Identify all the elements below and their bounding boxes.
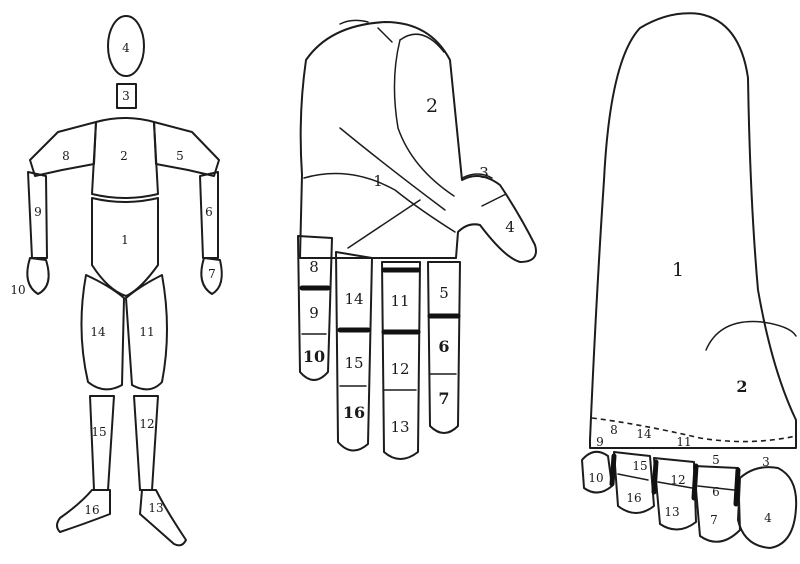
label-middle-proximal: 11 xyxy=(390,292,409,310)
label-middle-distal: 13 xyxy=(390,418,409,436)
label-little-middle: 9 xyxy=(309,304,319,322)
label-right-forearm: 9 xyxy=(34,205,42,219)
label-big-toe: 4 xyxy=(764,511,772,525)
label-ring-distal: 16 xyxy=(343,403,365,422)
left-shin-region xyxy=(134,396,158,490)
palm-crease-diagonal xyxy=(348,200,420,248)
foot-figure: 1 2 3 4 9 8 10 14 15 16 11 12 13 5 6 7 xyxy=(582,13,796,548)
label-left-upper-arm: 5 xyxy=(176,149,184,163)
label-little-proximal: 8 xyxy=(309,258,319,276)
label-middle-middle: 12 xyxy=(390,360,409,378)
label-index-proximal: 5 xyxy=(439,284,449,302)
label-big-toe-base: 3 xyxy=(762,455,770,469)
foot-outline xyxy=(590,13,796,448)
label-ring-proximal: 14 xyxy=(344,290,363,308)
label-ball: 2 xyxy=(736,377,747,396)
body-figure: 4 3 2 8 5 9 6 10 7 1 14 11 15 12 16 13 xyxy=(10,16,221,545)
label-chest: 2 xyxy=(120,149,128,163)
label-thumb-proximal: 3 xyxy=(479,164,489,182)
label-thenar: 2 xyxy=(426,95,438,117)
label-palm: 1 xyxy=(373,172,383,190)
label-right-hand: 10 xyxy=(10,283,25,297)
label-left-shin: 12 xyxy=(139,417,154,431)
label-neck: 3 xyxy=(122,89,130,103)
hand-figure: 2 1 3 4 8 9 10 14 15 16 11 12 13 5 6 7 xyxy=(298,20,536,459)
label-left-thigh: 11 xyxy=(139,325,154,339)
label-right-foot: 16 xyxy=(84,503,99,517)
palm-crease-upper xyxy=(340,128,445,210)
big-toe xyxy=(738,467,796,548)
abdomen-region xyxy=(92,198,158,296)
label-right-shin: 15 xyxy=(91,425,106,439)
left-foot-region xyxy=(140,490,186,545)
label-toe3-tip: 13 xyxy=(664,505,679,519)
label-ring-middle: 15 xyxy=(344,354,363,372)
thenar-crease xyxy=(394,40,454,196)
label-head: 4 xyxy=(122,41,130,55)
ball-curve xyxy=(706,322,796,350)
label-toe5-mid: 8 xyxy=(610,423,618,437)
second-toe xyxy=(694,466,740,542)
thumb-joint xyxy=(482,194,506,206)
label-toe3-base: 11 xyxy=(676,435,691,449)
label-toe4-tip: 16 xyxy=(626,491,641,505)
label-abdomen: 1 xyxy=(121,233,129,247)
label-right-thigh: 14 xyxy=(90,325,106,339)
label-left-forearm: 6 xyxy=(205,205,213,219)
label-toe5-tip: 10 xyxy=(588,471,603,485)
label-toe2-base: 5 xyxy=(712,453,720,467)
label-sole: 1 xyxy=(672,259,684,281)
label-toe2-tip: 7 xyxy=(710,513,718,527)
right-hand-region xyxy=(27,258,48,294)
label-toe3-mid: 12 xyxy=(670,473,685,487)
label-little-distal: 10 xyxy=(303,347,325,366)
label-toe4-base: 14 xyxy=(636,427,652,441)
label-right-upper-arm: 8 xyxy=(62,149,70,163)
label-index-distal: 7 xyxy=(438,389,449,408)
toe-crease-line xyxy=(592,418,796,442)
label-toe2-mid: 6 xyxy=(712,485,720,499)
label-thumb-distal: 4 xyxy=(505,218,515,236)
label-toe5-base: 9 xyxy=(596,435,604,449)
right-shin-region xyxy=(90,396,114,490)
left-upper-arm-region xyxy=(154,122,219,176)
label-left-foot: 13 xyxy=(148,501,163,515)
hand-outline xyxy=(300,22,536,262)
label-left-hand: 7 xyxy=(208,267,216,281)
label-index-middle: 6 xyxy=(438,337,449,356)
label-toe4-mid: 15 xyxy=(632,459,647,473)
